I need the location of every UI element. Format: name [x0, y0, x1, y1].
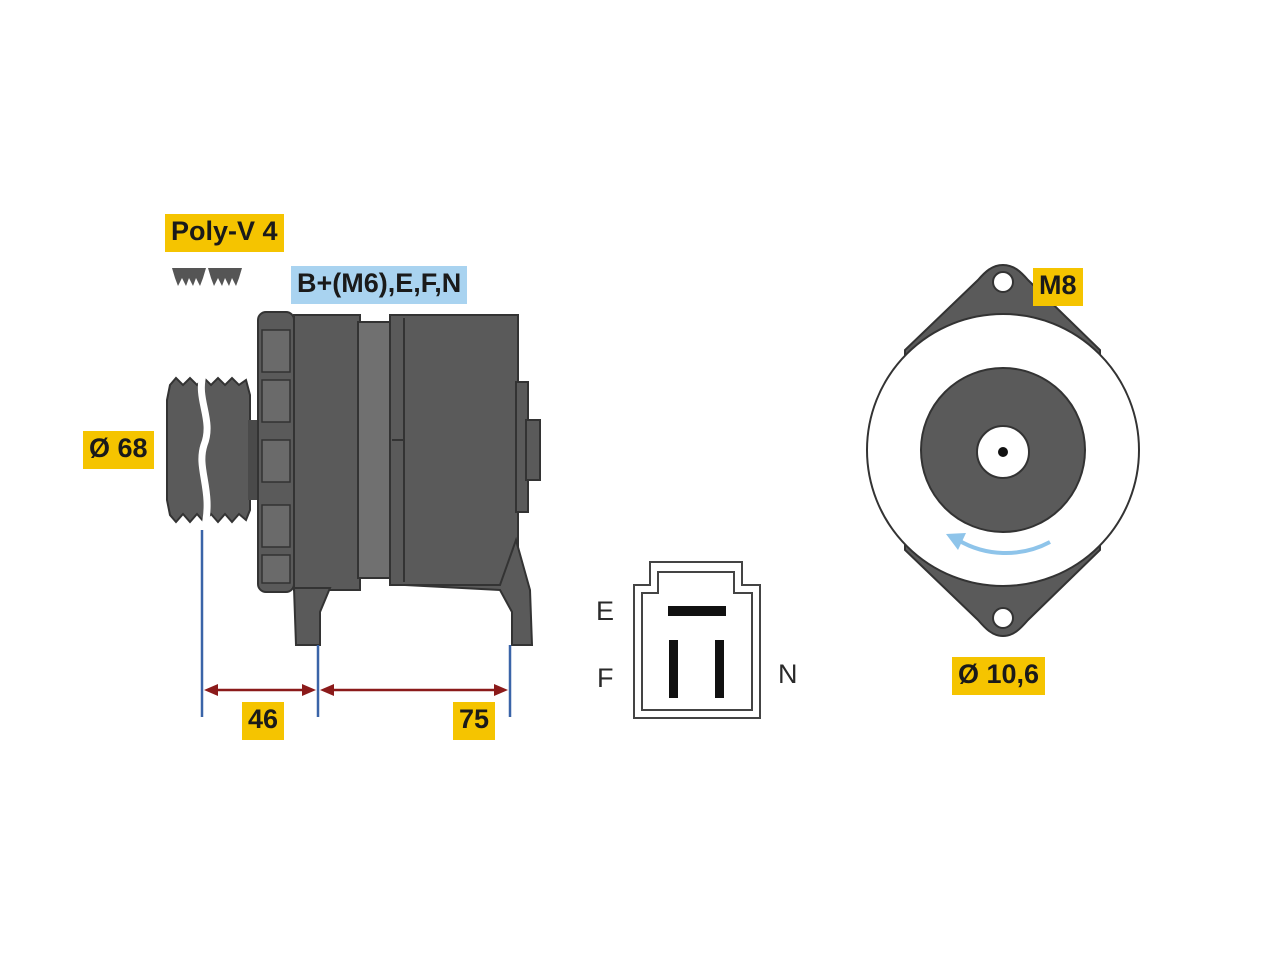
alternator-body	[292, 314, 541, 646]
pulley-diameter-label: Ø 68	[83, 431, 154, 469]
pin-n-label: N	[778, 659, 798, 689]
pulley	[166, 374, 260, 531]
thread-size-label: M8	[1033, 268, 1083, 306]
dimension-46-label: 46	[242, 702, 285, 740]
dimension-75-label: 75	[453, 702, 496, 740]
pin-e-contact	[668, 606, 726, 616]
mounting-hole-top	[992, 271, 1014, 293]
pin-n-contact	[715, 640, 724, 698]
hole-diameter-label: Ø 10,6	[952, 657, 1046, 695]
dimension-lines	[200, 530, 512, 717]
poly-v-groove-icon	[172, 268, 242, 286]
pin-f-label: F	[597, 663, 614, 693]
front-housing	[257, 311, 295, 593]
terminals-label: B+(M6),E,F,N	[291, 266, 468, 304]
rear-view	[866, 263, 1140, 638]
mounting-hole-bottom	[992, 607, 1014, 629]
belt-type-label: Poly-V 4	[165, 214, 284, 252]
connector-plug	[633, 561, 761, 719]
rotation-arrow-icon	[956, 538, 1051, 556]
pin-e-label: E	[596, 596, 615, 626]
pin-f-contact	[669, 640, 678, 698]
